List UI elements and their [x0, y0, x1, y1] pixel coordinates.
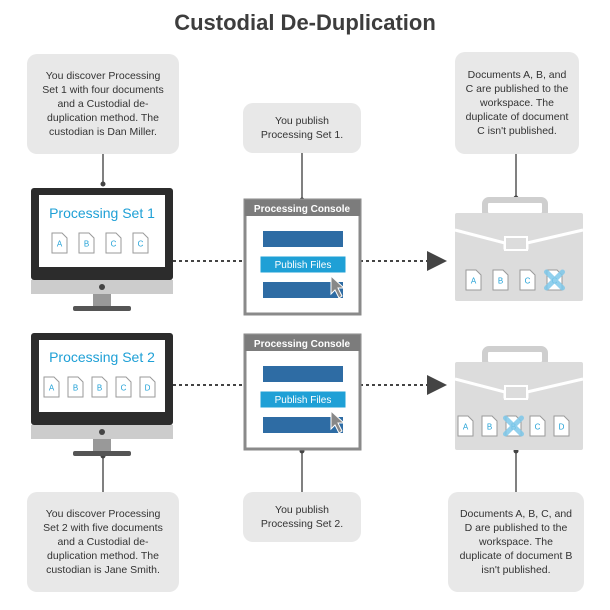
monitor-2-doc-0: A	[43, 376, 60, 398]
connector-lines-row-1	[100, 153, 519, 271]
monitor-1-doc-0: A	[51, 232, 68, 254]
page-title: Custodial De-Duplication	[174, 10, 436, 35]
case-2-doc-2: B	[503, 415, 524, 437]
console-2-title: Processing Console	[254, 339, 351, 350]
monitor-2-doc-3-letter: C	[121, 384, 127, 393]
case-1-doc-1: B	[492, 269, 509, 291]
case-1-doc-0-letter: A	[471, 277, 477, 286]
monitor-2-doc-1: B	[67, 376, 84, 398]
excluded-x-icon	[503, 415, 524, 437]
callout-discover-set-1: You discover Processing Set 1 with four …	[27, 54, 179, 154]
console-1-publish-button[interactable]: Publish Files	[275, 260, 332, 271]
case-1-doc-2-letter: C	[525, 277, 531, 286]
monitor-2-doc-3: C	[115, 376, 132, 398]
monitor-set-2: Processing Set 2 A B B C D	[31, 333, 173, 456]
case-1-doc-2: C	[519, 269, 536, 291]
monitor-1-title: Processing Set 1	[49, 205, 155, 221]
monitor-2-doc-2-letter: B	[97, 384, 102, 393]
case-2-doc-4: D	[553, 415, 570, 437]
callout-publish-set-2: You publish Processing Set 2.	[243, 492, 361, 542]
case-2-doc-0-letter: A	[463, 423, 469, 432]
case-2-doc-3-letter: C	[535, 423, 541, 432]
callout-discover-set-2: You discover Processing Set 2 with five …	[27, 492, 179, 592]
monitor-2-doc-4-letter: D	[145, 384, 151, 393]
monitor-2-doc-1-letter: B	[73, 384, 78, 393]
processing-console-1: Processing Console Publish Files	[243, 198, 362, 316]
excluded-x-icon	[544, 269, 565, 291]
monitor-1-doc-2-letter: C	[111, 240, 117, 249]
callout-publish-set-1: You publish Processing Set 1.	[243, 103, 361, 153]
monitor-1-doc-2: C	[105, 232, 122, 254]
case-2-doc-0: A	[457, 415, 474, 437]
monitor-set-1: Processing Set 1 A B C C	[31, 188, 173, 311]
console-2-publish-button[interactable]: Publish Files	[275, 395, 332, 406]
monitor-2-doc-4: D	[139, 376, 156, 398]
monitor-1-doc-1-letter: B	[84, 240, 89, 249]
case-1-doc-1-letter: B	[498, 277, 503, 286]
console-1-title: Processing Console	[254, 204, 351, 215]
case-1-doc-0: A	[465, 269, 482, 291]
case-2-doc-1: B	[481, 415, 498, 437]
monitor-2-title: Processing Set 2	[49, 349, 155, 365]
monitor-1-doc-3-letter: C	[138, 240, 144, 249]
monitor-1-doc-0-letter: A	[57, 240, 63, 249]
case-2-doc-4-letter: D	[559, 423, 565, 432]
case-2-doc-3: C	[529, 415, 546, 437]
case-1-doc-3: C	[544, 269, 565, 291]
callout-result-set-1: Documents A, B, and C are published to t…	[455, 52, 579, 154]
cursor-icon	[330, 409, 346, 434]
case-2-doc-1-letter: B	[487, 423, 492, 432]
processing-console-2: Processing Console Publish Files	[243, 333, 362, 451]
cursor-icon	[330, 274, 346, 299]
monitor-2-doc-0-letter: A	[49, 384, 55, 393]
monitor-1-doc-1: B	[78, 232, 95, 254]
callout-result-set-2: Documents A, B, C, and D are published t…	[448, 492, 584, 592]
monitor-1-doc-3: C	[132, 232, 149, 254]
monitor-2-doc-2: B	[91, 376, 108, 398]
